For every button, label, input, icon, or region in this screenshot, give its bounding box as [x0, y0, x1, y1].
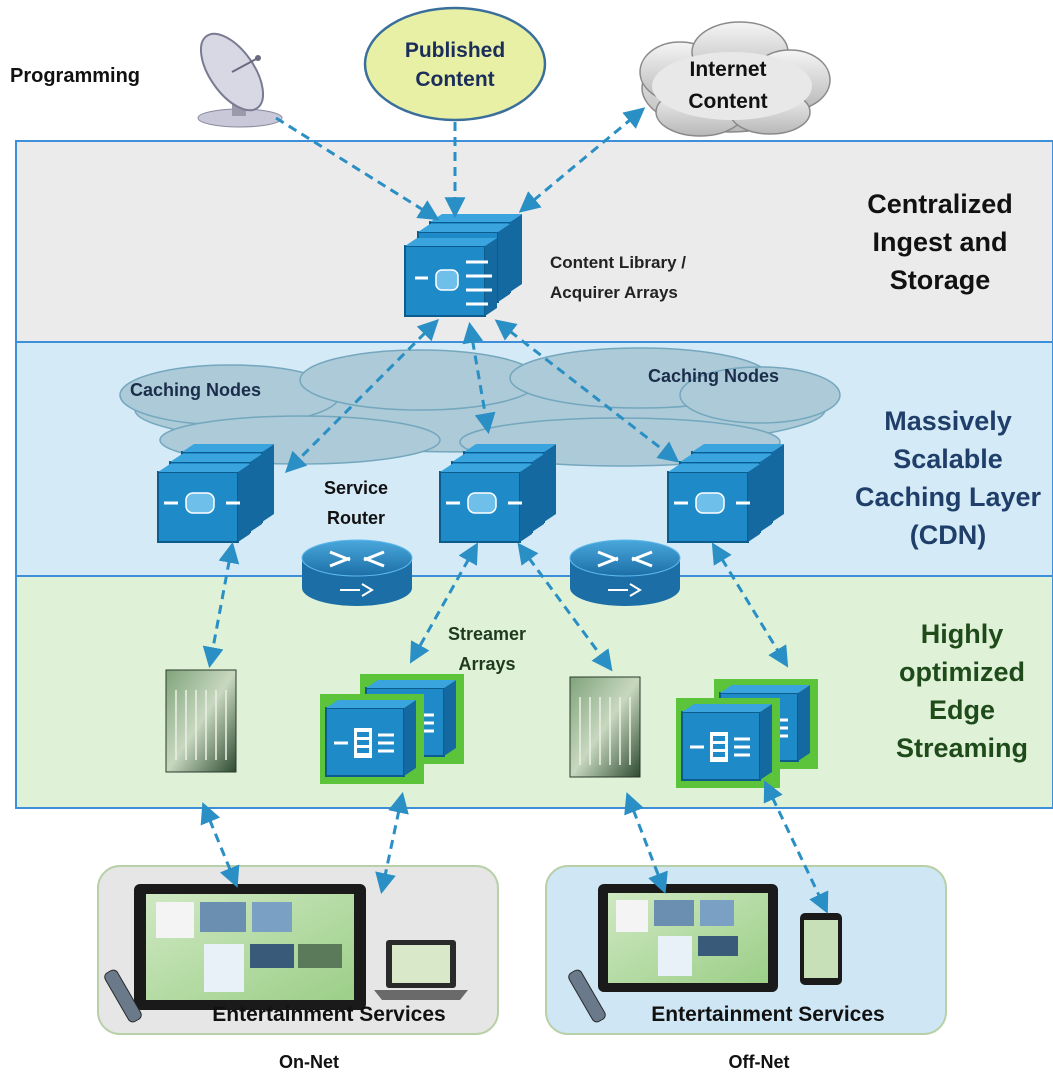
internet-content-cloud: Internet Content [639, 21, 831, 137]
programming-to-library-arrow [275, 116, 440, 221]
left-cache-to-blade-arrow [202, 541, 240, 669]
on-net-label: On-Net [279, 1052, 339, 1072]
svg-text:Centralized: Centralized [867, 189, 1013, 219]
svg-text:Ingest and: Ingest and [872, 227, 1007, 257]
internet-label-line1: Internet [689, 58, 766, 81]
tv-icon [598, 884, 778, 992]
right-cache-to-streamer-arrow [711, 542, 789, 668]
published-label-line2: Content [415, 68, 494, 91]
published-label-line1: Published [405, 39, 505, 62]
content-library-array [404, 213, 523, 317]
blade-to-offnet-tv-arrow [624, 792, 668, 894]
streamer-label-line1: Streamer [448, 624, 526, 644]
streamer-label-line2: Arrays [458, 654, 515, 674]
library-to-center-cache-arrow [462, 321, 496, 435]
internet-label-line2: Content [688, 90, 767, 113]
service-router-label-line2: Router [327, 508, 385, 528]
off-net-services-label: Entertainment Services [651, 1003, 884, 1026]
published-content-node: Published Content [363, 6, 547, 122]
ingest-layer-title: Centralized Ingest and Storage [867, 189, 1013, 295]
svg-text:Massively: Massively [884, 406, 1012, 436]
svg-text:optimized: optimized [899, 657, 1025, 687]
tv-icon [134, 884, 366, 1010]
caching-nodes-label-right: Caching Nodes [648, 366, 779, 386]
streamer-to-laptop-arrow [375, 791, 409, 895]
caching-node-left [157, 443, 275, 543]
center-cache-to-streamer-arrow [409, 542, 479, 664]
library-internet-arrow [518, 107, 646, 213]
remote-control-icon [568, 969, 606, 1023]
center-cache-to-blade-arrow [517, 542, 613, 672]
svg-text:Caching Layer: Caching Layer [855, 482, 1042, 512]
caching-node-right [667, 443, 785, 543]
router-icon [569, 539, 681, 606]
caching-layer-title: Massively Scalable Caching Layer (CDN) [855, 406, 1042, 550]
blade-server-icon [569, 676, 641, 778]
on-net-services-label: Entertainment Services [212, 1003, 445, 1026]
off-net-label: Off-Net [729, 1052, 790, 1072]
tablet-icon [800, 913, 842, 985]
edge-layer-title: Highly optimized Edge Streaming [896, 619, 1028, 763]
satellite-dish-icon [197, 32, 283, 128]
programming-label: Programming [10, 65, 140, 87]
streamer-to-tablet-arrow [763, 780, 829, 914]
svg-text:Highly: Highly [921, 619, 1004, 649]
library-to-right-cache-arrow [494, 319, 680, 463]
svg-text:Edge: Edge [929, 695, 995, 725]
svg-text:Storage: Storage [890, 265, 991, 295]
svg-text:(CDN): (CDN) [910, 520, 986, 550]
library-label-line2: Acquirer Arrays [550, 283, 678, 302]
blade-server-icon [165, 669, 237, 773]
caching-node-center [439, 443, 557, 543]
svg-text:Streaming: Streaming [896, 733, 1028, 763]
service-router-label-line1: Service [324, 478, 388, 498]
laptop-icon [374, 940, 468, 1000]
library-to-left-cache-arrow [285, 319, 439, 473]
caching-nodes-label-left: Caching Nodes [130, 380, 261, 400]
remote-control-icon [104, 969, 142, 1023]
library-label-line1: Content Library / [550, 253, 686, 272]
router-icon [301, 539, 413, 606]
svg-text:Scalable: Scalable [893, 444, 1003, 474]
